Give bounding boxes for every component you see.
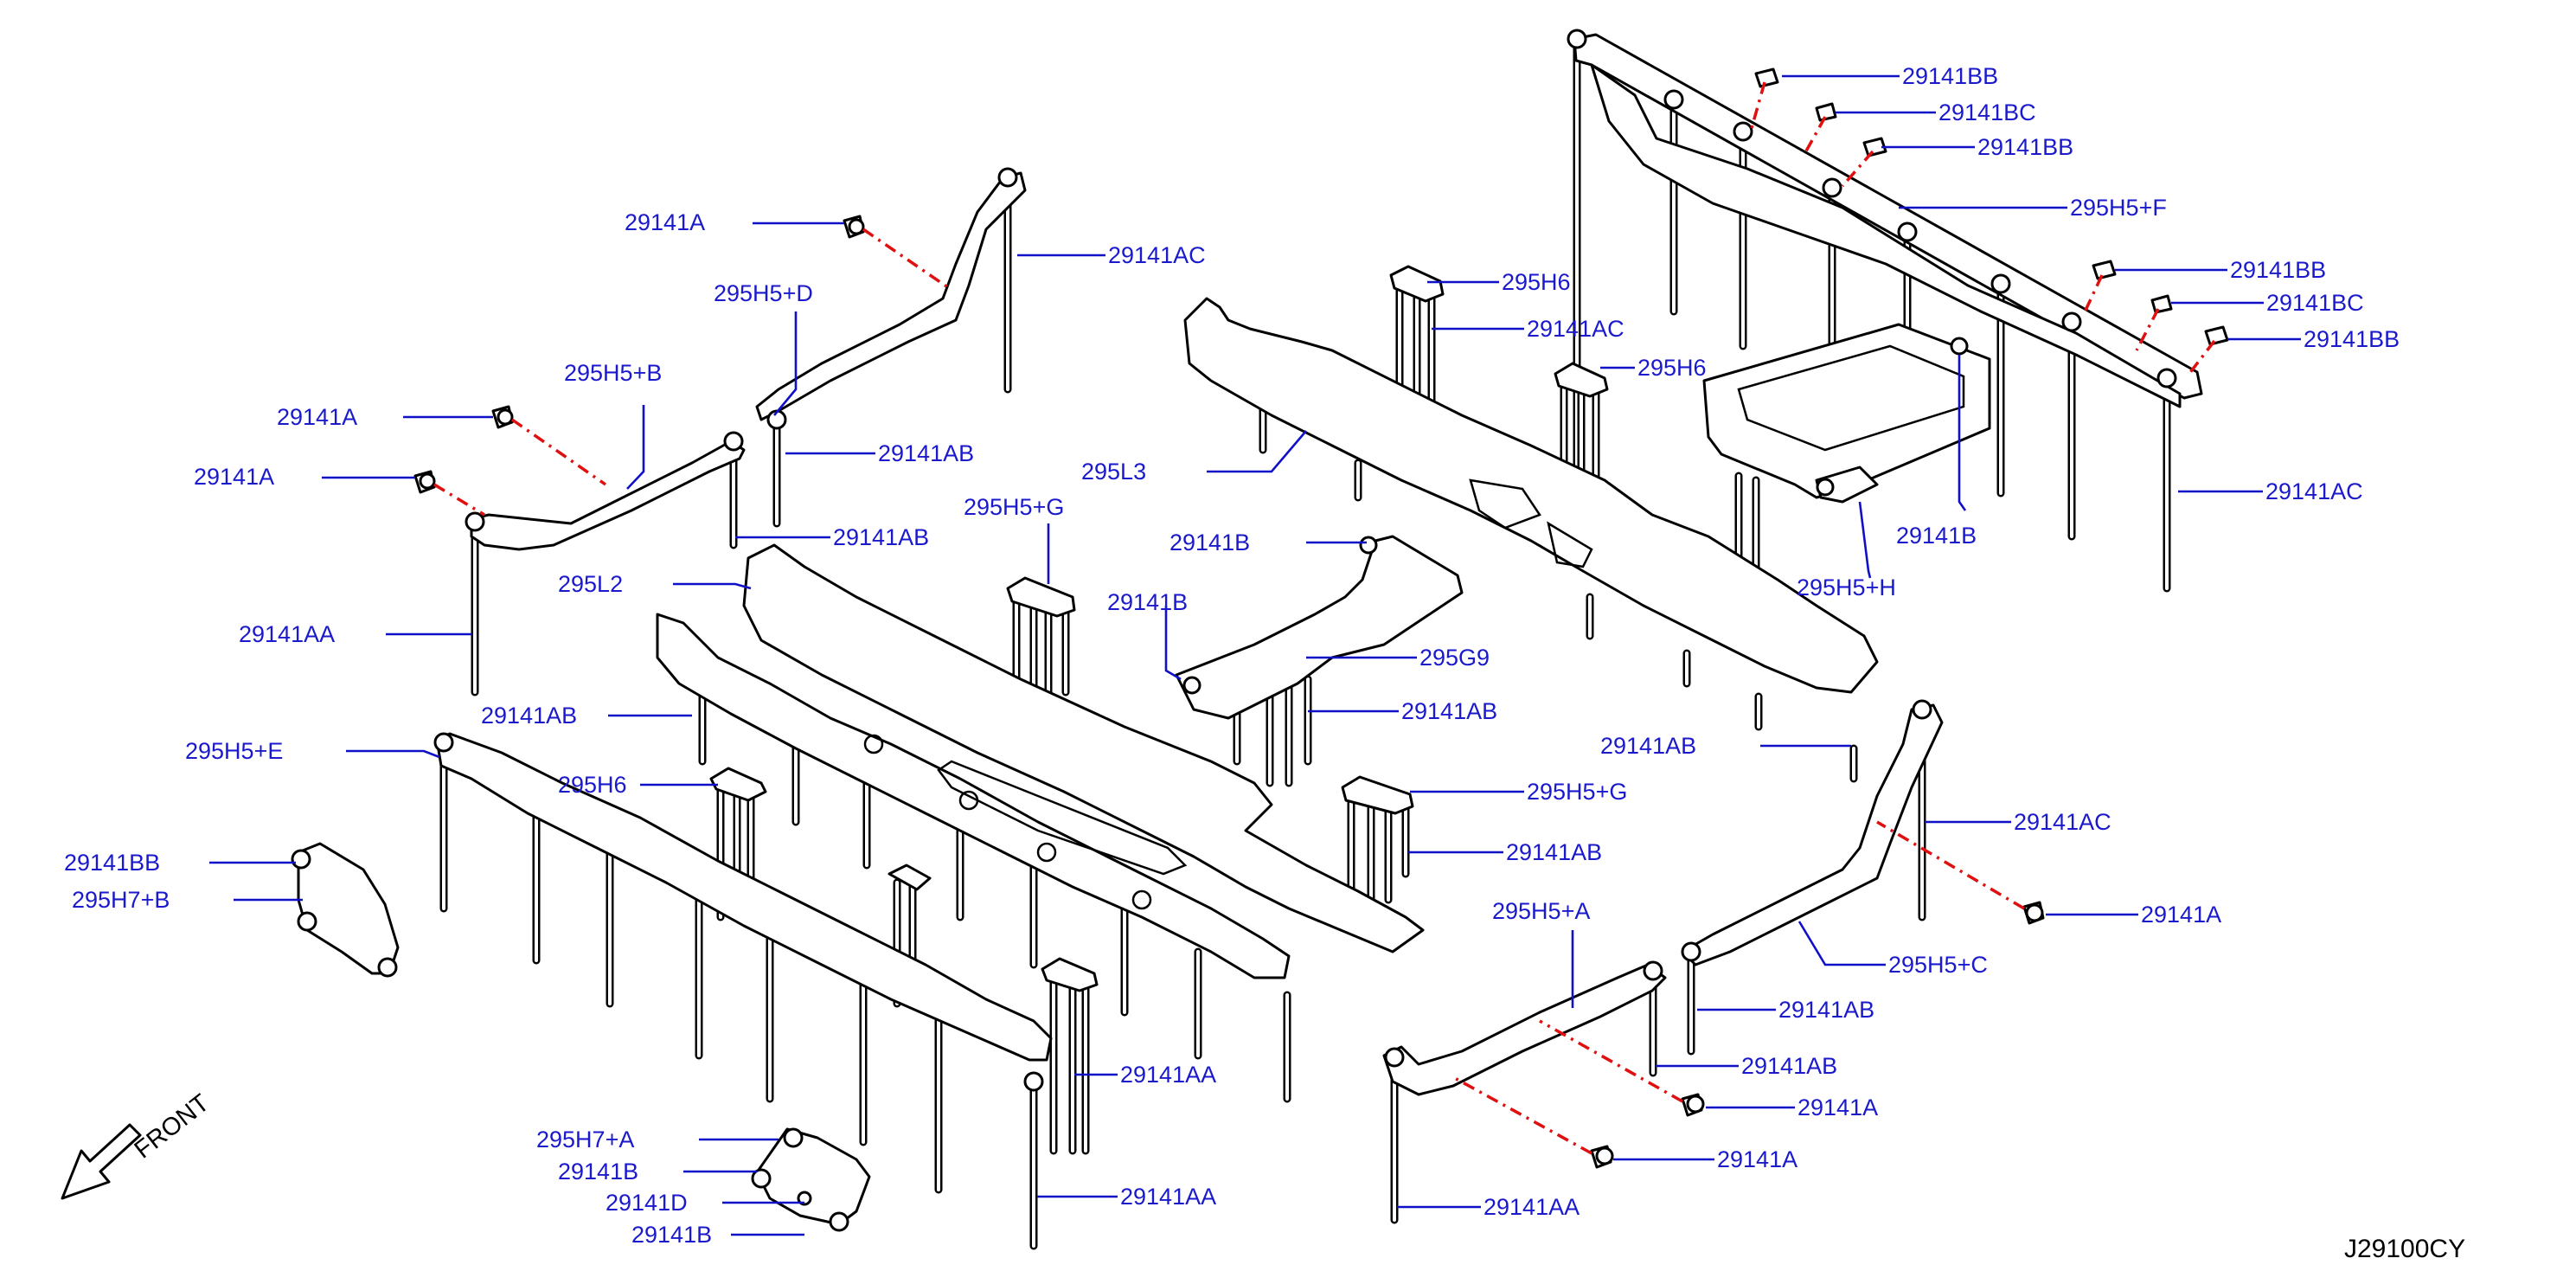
diagram-code: J29100CY bbox=[2344, 1235, 2465, 1263]
callout-29141AA-4: 29141AA bbox=[1483, 1194, 1580, 1220]
callout-295H5-G-2: 295H5+G bbox=[1527, 779, 1627, 805]
callout-295H5-D: 295H5+D bbox=[714, 280, 813, 306]
callout-29141AA-3: 29141AA bbox=[1120, 1184, 1216, 1210]
alignment-lines bbox=[433, 81, 2216, 1155]
callout-29141BB-1: 29141BB bbox=[64, 850, 160, 876]
part-295L3 bbox=[1183, 297, 1879, 694]
callout-29141AB-2: 29141AB bbox=[833, 524, 929, 550]
callout-295H7-A: 295H7+A bbox=[536, 1127, 634, 1152]
callout-295H5-E: 295H5+E bbox=[185, 738, 283, 764]
callout-29141B-1: 29141B bbox=[1169, 530, 1250, 555]
callout-295H5-F: 295H5+F bbox=[2070, 195, 2167, 221]
callout-295H5-G-1: 295H5+G bbox=[964, 494, 1064, 520]
part-295H5-E bbox=[435, 732, 1053, 1062]
callout-295H5-H: 295H5+H bbox=[1797, 575, 1896, 600]
bolts-29141A bbox=[413, 215, 2045, 1169]
part-295H5-H bbox=[1702, 323, 1991, 504]
callout-29141A-1: 29141A bbox=[625, 209, 705, 235]
callout-29141AB-1: 29141AB bbox=[878, 440, 974, 466]
callout-29141A-2: 29141A bbox=[277, 404, 357, 430]
callout-295L2: 295L2 bbox=[558, 571, 623, 597]
callout-29141AA-2: 29141AA bbox=[1120, 1062, 1216, 1088]
part-295H5-A bbox=[1382, 963, 1667, 1096]
callout-295H6-1: 295H6 bbox=[558, 772, 627, 798]
callout-29141BC-2: 29141BC bbox=[2266, 290, 2364, 316]
callout-29141AC-1: 29141AC bbox=[1108, 242, 1206, 268]
part-295L2 bbox=[656, 543, 1425, 979]
callout-29141BC-1: 29141BC bbox=[1938, 100, 2036, 125]
part-295H7-A bbox=[755, 1127, 871, 1226]
callout-29141AC-2: 29141AC bbox=[1527, 316, 1624, 342]
callout-295H5-A: 295H5+A bbox=[1492, 898, 1590, 924]
callout-29141BB-3: 29141BB bbox=[1977, 134, 2073, 160]
callout-295H5-C: 295H5+C bbox=[1888, 952, 1988, 978]
callout-29141B-4: 29141B bbox=[558, 1159, 638, 1184]
part-295G9 bbox=[1175, 535, 1464, 720]
callout-29141B-2: 29141B bbox=[1107, 589, 1188, 615]
callout-29141B-5: 29141B bbox=[631, 1222, 712, 1248]
callout-29141AB-4: 29141AB bbox=[1401, 698, 1497, 724]
callout-295G9: 295G9 bbox=[1419, 645, 1490, 671]
part-295H6-brackets bbox=[709, 265, 1609, 992]
callout-29141AC-4: 29141AC bbox=[2014, 809, 2111, 835]
callout-295H7-B: 295H7+B bbox=[72, 887, 170, 913]
part-295H7-B bbox=[297, 842, 400, 975]
leader-lines bbox=[209, 74, 2301, 1236]
callout-29141D: 29141D bbox=[606, 1190, 688, 1216]
callout-29141AB-6: 29141AB bbox=[1600, 733, 1696, 759]
callout-29141A-6: 29141A bbox=[1717, 1146, 1797, 1172]
callout-29141BB-5: 29141BB bbox=[2304, 326, 2400, 352]
callout-295H6-3: 295H6 bbox=[1637, 355, 1707, 381]
callout-29141B-3: 29141B bbox=[1896, 523, 1977, 549]
callout-29141AB-5: 29141AB bbox=[1506, 839, 1602, 865]
callout-29141A-3: 29141A bbox=[194, 464, 274, 490]
callout-29141BB-2: 29141BB bbox=[1902, 63, 1998, 89]
callout-29141AB-7: 29141AB bbox=[1778, 997, 1874, 1023]
callout-29141AA-1: 29141AA bbox=[239, 621, 335, 647]
callout-29141A-5: 29141A bbox=[1797, 1095, 1878, 1120]
callout-295H5-B: 295H5+B bbox=[564, 360, 662, 386]
part-295H5-B bbox=[470, 440, 746, 551]
front-arrow-icon: FRONT bbox=[61, 1089, 215, 1200]
front-label: FRONT bbox=[130, 1089, 215, 1165]
callout-29141A-4: 29141A bbox=[2141, 902, 2221, 928]
callout-29141AB-8: 29141AB bbox=[1741, 1053, 1837, 1079]
part-295H5-F bbox=[1573, 33, 2203, 408]
callout-295L3: 295L3 bbox=[1081, 459, 1146, 485]
callout-29141AB-3: 29141AB bbox=[481, 703, 577, 729]
callout-29141AC-3: 29141AC bbox=[2265, 478, 2363, 504]
callout-labels: 29141A 29141AC 295H5+D 295H5+B 29141A 29… bbox=[64, 63, 2400, 1248]
callout-295H6-2: 295H6 bbox=[1502, 269, 1571, 295]
part-295H5-C bbox=[1681, 703, 1944, 966]
callout-29141BB-4: 29141BB bbox=[2230, 257, 2326, 283]
